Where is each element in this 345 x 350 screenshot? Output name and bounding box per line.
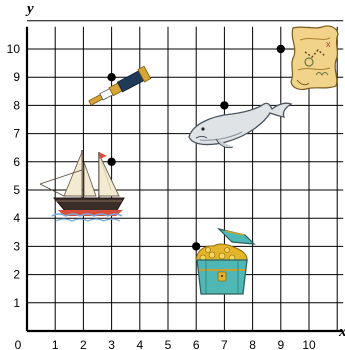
tick-labels: 1 2 3 4 5 6 7 8 9 10 1 2 3 4 5 6 7 8 9 10 <box>7 42 316 350</box>
x-axis-label: x <box>338 324 345 340</box>
y-tick-label: 7 <box>13 127 20 141</box>
x-tick-label: 1 <box>52 338 59 350</box>
x-tick-label: 8 <box>249 338 256 350</box>
y-axis-label: y <box>25 1 34 17</box>
x-tick-label: 4 <box>136 338 143 350</box>
svg-text:x: x <box>326 39 331 49</box>
y-tick-label: 3 <box>13 239 20 253</box>
x-tick-label: 6 <box>193 338 200 350</box>
point-treasure-chest <box>192 242 200 250</box>
whale-icon <box>189 103 291 147</box>
point-spyglass <box>107 73 115 81</box>
spyglass-icon <box>87 66 151 109</box>
y-tick-label: 1 <box>13 296 20 310</box>
y-tick-label: 6 <box>13 155 20 169</box>
y-tick-label: 5 <box>13 183 20 197</box>
point-whale <box>220 101 228 109</box>
treasure-chest-icon <box>196 229 254 294</box>
origin-label: 0 <box>15 338 22 350</box>
y-tick-label: 8 <box>13 98 20 112</box>
point-treasure-map <box>277 45 285 53</box>
treasure-map-icon: x <box>291 26 338 90</box>
x-tick-label: 2 <box>80 338 87 350</box>
x-tick-label: 3 <box>108 338 115 350</box>
y-tick-label: 4 <box>13 211 20 225</box>
point-ship <box>107 158 115 166</box>
y-tick-label: 10 <box>7 42 21 56</box>
x-tick-label: 10 <box>302 338 316 350</box>
x-tick-label: 9 <box>277 338 284 350</box>
y-tick-label: 2 <box>13 268 20 282</box>
y-tick-label: 9 <box>13 70 20 84</box>
x-tick-label: 7 <box>221 338 228 350</box>
x-tick-label: 5 <box>165 338 172 350</box>
